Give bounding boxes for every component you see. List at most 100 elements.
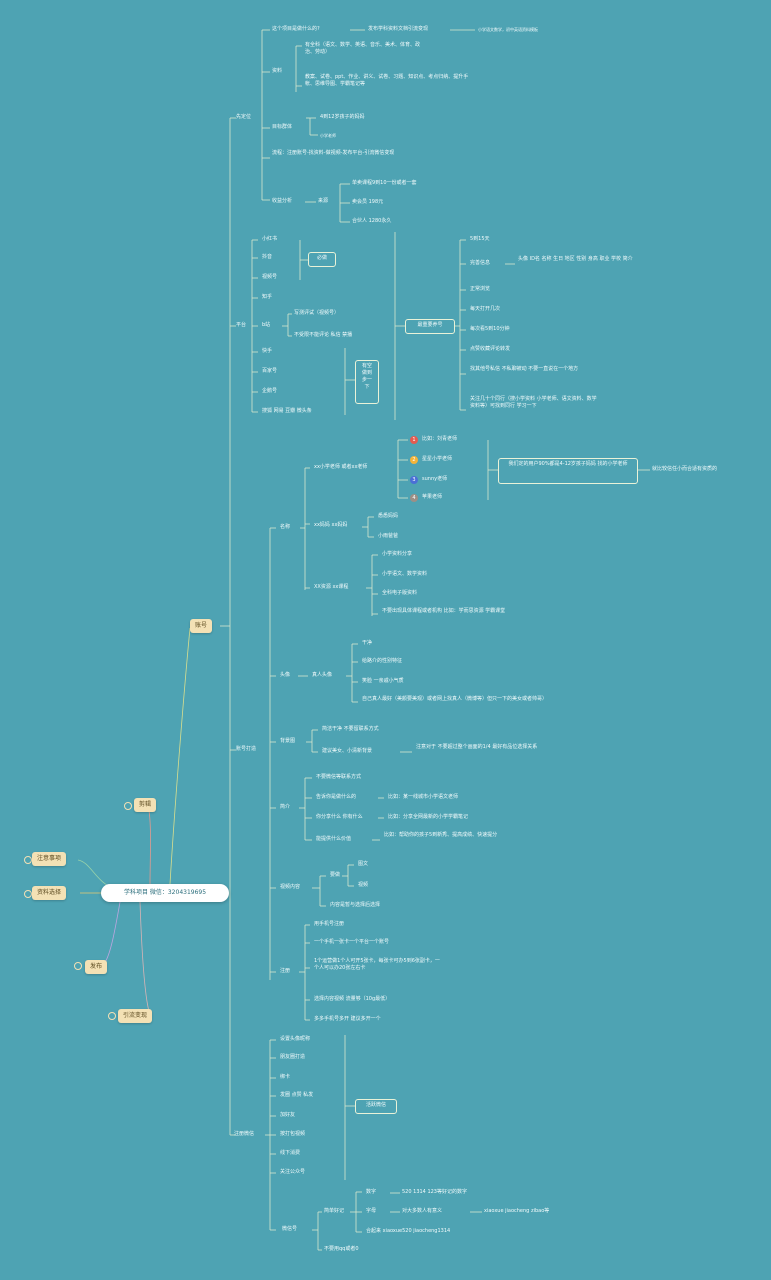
intro-example: 比如：分享全网最新的小学学霸笔记 [388,814,469,820]
reg-tip: 1个运营做1个人可开5张卡，每张卡可办5到6张副卡，一个人可以办20张左右卡 [314,958,440,971]
node-real-avatar: 真人头像 [312,672,333,678]
ops-item: 关注几十个同行（搜小学资料 小学老师、语文资料、数学资料等）可找到同行 学习一下 [470,396,597,409]
branch-material-choice[interactable]: 资料选择 [32,886,67,900]
node-avatar: 头像 [280,672,291,678]
avatar-tip: 自己真人最好（美颜要美观）或者网上找真人（微博等）但只一下的美女或者帅哥） [362,696,548,702]
intro-tip: 不要微信等联系方式 [316,774,362,780]
platform-item: 百家号 [262,368,278,374]
node-try: 有空做到步一下 [355,360,379,404]
number-3-icon: 3 [410,476,418,484]
mom-example: 小雨爸爸 [378,533,399,539]
bg-tip: 简洁干净 不要留联系方式 [322,726,379,732]
node-background: 背景图 [280,738,296,744]
video-type: 视频 [358,882,369,888]
xx-example: 小学语文、数学资料 [382,571,428,577]
intro-tip: 你分享什么 你有什么 [316,814,363,820]
avatar-tip: 干净 [362,640,373,646]
wechat-item: 按打包视频 [280,1131,306,1137]
node-bili-2: 不受限不能评论 私信 禁播 [294,332,353,338]
wechat-digits: 数字 [366,1189,377,1195]
xx-example: 全科电子版资料 [382,590,418,596]
node-user-note: 我们定的用户90%都是4-12岁孩子妈妈 找的小学老师 [498,458,638,484]
intro-tip: 能提供什么价值 [316,836,352,842]
ops-item: 每次看5到10分钟 [470,326,510,332]
node-teacher-name: xx小学老师 或者xx老师 [314,464,368,470]
wechat-item: 发圈 点赞 私发 [280,1092,314,1098]
wechat-item: 加好友 [280,1112,296,1118]
node-flow: 流程：注册账号-找资料-做视频-发布平台-引流微信变现 [272,150,395,156]
node-wechat: 注册微信 [234,1131,255,1137]
wechat-item: 绑卡 [280,1074,291,1080]
node-account-ops: 最重要养号 [405,319,455,334]
xx-example: 小学资料分享 [382,551,413,557]
platform-item: 搜狐 网易 豆瓣 微头条 [262,408,312,414]
number-4-icon: 4 [410,494,418,502]
wechat-item: 设置头像昵称 [280,1036,311,1042]
platform-item: 知乎 [262,294,273,300]
left-node-marker [124,802,132,810]
node-profit-3: 合伙人 1280永久 [352,218,392,224]
account-node[interactable]: 账号 [190,619,213,633]
bg-tip: 建议美女、小清新背景 [322,748,373,754]
teacher-example: 比如：刘青老师 [422,436,458,442]
platform-item: 小红书 [262,236,278,242]
platform-item: 快手 [262,348,273,354]
reg-tip: 用手机号注册 [314,921,345,927]
wechat-letters-meaning: 对大多数人有意义 [402,1208,443,1214]
ops-item: 5到15天 [470,236,490,242]
node-target-group: 目标群体 [272,124,293,130]
wechat-letters-example: xiaoxue jiaocheng zibao等 [484,1208,550,1214]
platform-item: 企鹅号 [262,388,278,394]
node-wechat-id: 微信号 [282,1226,298,1232]
video-todo: 要做 [330,872,341,878]
node-user-note-2: 就比较信任小而合适有资质的 [652,466,718,472]
node-xx-resource: XX资源 xx课程 [314,584,349,590]
teacher-example: sunny老师 [422,476,448,482]
wechat-letters: 字母 [366,1208,377,1214]
intro-tip: 告诉你是做什么的 [316,794,357,800]
node-project-answer: 发布学科资料文档引流变现 [368,26,429,32]
left-node-marker [108,1012,116,1020]
xx-example: 不要出现具体课程或者机构 比如：学而思资源 学霸课堂 [382,608,506,614]
platforms-label: 平台 [236,322,247,328]
wechat-combined: 合起来 xiaoxue520 jiaocheng1314 [366,1228,451,1234]
intro-example: 比如：帮助你的孩子5到新秀、提高成绩、快速提分 [384,832,498,838]
mom-example: 悉悉妈妈 [378,513,399,519]
branch-monetize[interactable]: 引流变现 [118,1009,153,1023]
node-easy-remember: 简单好记 [324,1208,345,1214]
intro-example: 比如：某一线城市小学语文老师 [388,794,459,800]
reg-tip: 一个手机一张卡一个平台一个账号 [314,939,390,945]
ops-item: 找其他号私信 不私聊被动 不要一直说在一个地方 [470,366,579,372]
ops-info-detail: 头像 ID名 名称 生日 地区 性别 身高 职业 学校 简介 [518,256,633,262]
left-node-marker [24,890,32,898]
positioning-label: 先定位 [236,114,252,120]
platform-item: b站 [262,322,271,328]
platform-item: 抖音 [262,254,273,260]
ops-item: 每天打开几次 [470,306,501,312]
video-note: 内容是暂与选择后选择 [330,902,381,908]
node-materials: 资料 [272,68,283,74]
node-must-do: 必做 [308,252,336,267]
ops-item: 正常浏览 [470,286,491,292]
branch-publish[interactable]: 发布 [85,960,108,974]
platform-item: 视频号 [262,274,278,280]
teacher-example: 星星小学老师 [422,456,453,462]
branch-editing[interactable]: 剪辑 [134,798,157,812]
node-what-project: 这个项目是做什么的? [272,26,320,32]
number-2-icon: 2 [410,456,418,464]
node-mom-name: xx妈妈 xx妈妈 [314,522,348,528]
node-profit: 收益分析 [272,198,293,204]
wechat-digits-example: 520 1314 123等好记的数字 [402,1189,467,1195]
number-1-icon: 1 [410,436,418,444]
branch-notes[interactable]: 注意事项 [32,852,67,866]
ops-item: 点赞收藏评论转发 [470,346,511,352]
node-profit-1: 单卖课程9到10一份或者一套 [352,180,417,186]
reg-tip: 选择内容视频 流量够（10g最低） [314,996,391,1002]
left-node-marker [24,856,32,864]
root-node[interactable]: 学科项目 微信：3204319695 [101,884,229,902]
ops-item: 完善信息 [470,260,491,266]
node-active-wechat: 活跃微信 [355,1099,397,1114]
wechat-item: 朋友圈打造 [280,1054,306,1060]
